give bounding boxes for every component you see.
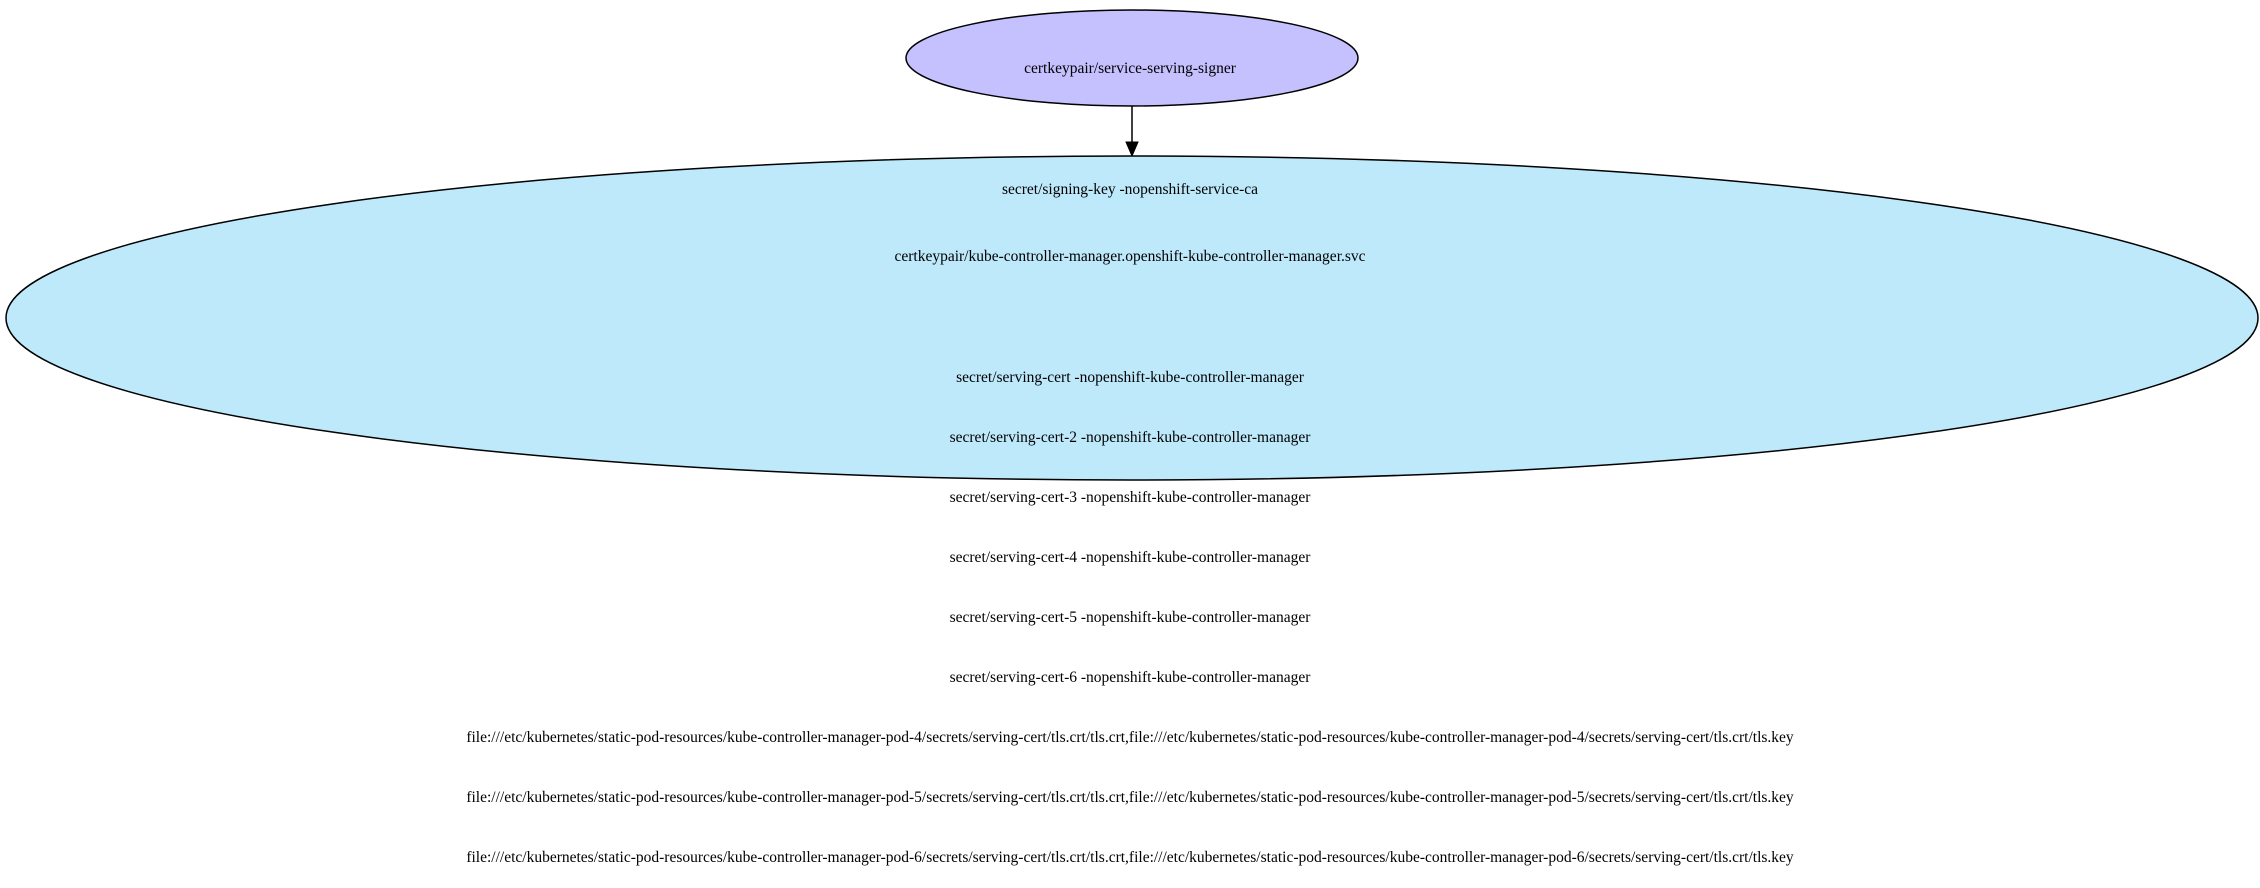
cert-secret-line: secret/serving-cert-4 -nopenshift-kube-c…	[949, 549, 1311, 566]
cert-file-line: file:///etc/kubernetes/static-pod-resour…	[466, 789, 1794, 806]
cert-node[interactable]	[5, 155, 2259, 481]
signer-secret-line: secret/signing-key -nopenshift-service-c…	[1001, 181, 1259, 198]
cert-title: certkeypair/kube-controller-manager.open…	[894, 248, 1366, 265]
cert-secret-line: secret/serving-cert-3 -nopenshift-kube-c…	[949, 489, 1311, 506]
signer-node-label: certkeypair/service-serving-signer secre…	[0, 19, 2260, 220]
cert-secret-line: secret/serving-cert-2 -nopenshift-kube-c…	[949, 429, 1311, 446]
cert-node-label: certkeypair/kube-controller-manager.open…	[0, 207, 2260, 888]
label-gap	[0, 307, 2260, 328]
cert-secret-line: secret/serving-cert -nopenshift-kube-con…	[956, 369, 1304, 386]
edge-arrowhead	[1125, 141, 1139, 158]
signer-title: certkeypair/service-serving-signer	[1024, 60, 1236, 77]
cert-file-line: file:///etc/kubernetes/static-pod-resour…	[466, 849, 1794, 866]
cert-secret-line: secret/serving-cert-6 -nopenshift-kube-c…	[949, 669, 1311, 686]
cert-file-line: file:///etc/kubernetes/static-pod-resour…	[466, 729, 1794, 746]
label-gap	[0, 119, 2260, 140]
cert-secret-line: secret/serving-cert-5 -nopenshift-kube-c…	[949, 609, 1311, 626]
diagram-canvas	[5, 9, 2259, 481]
